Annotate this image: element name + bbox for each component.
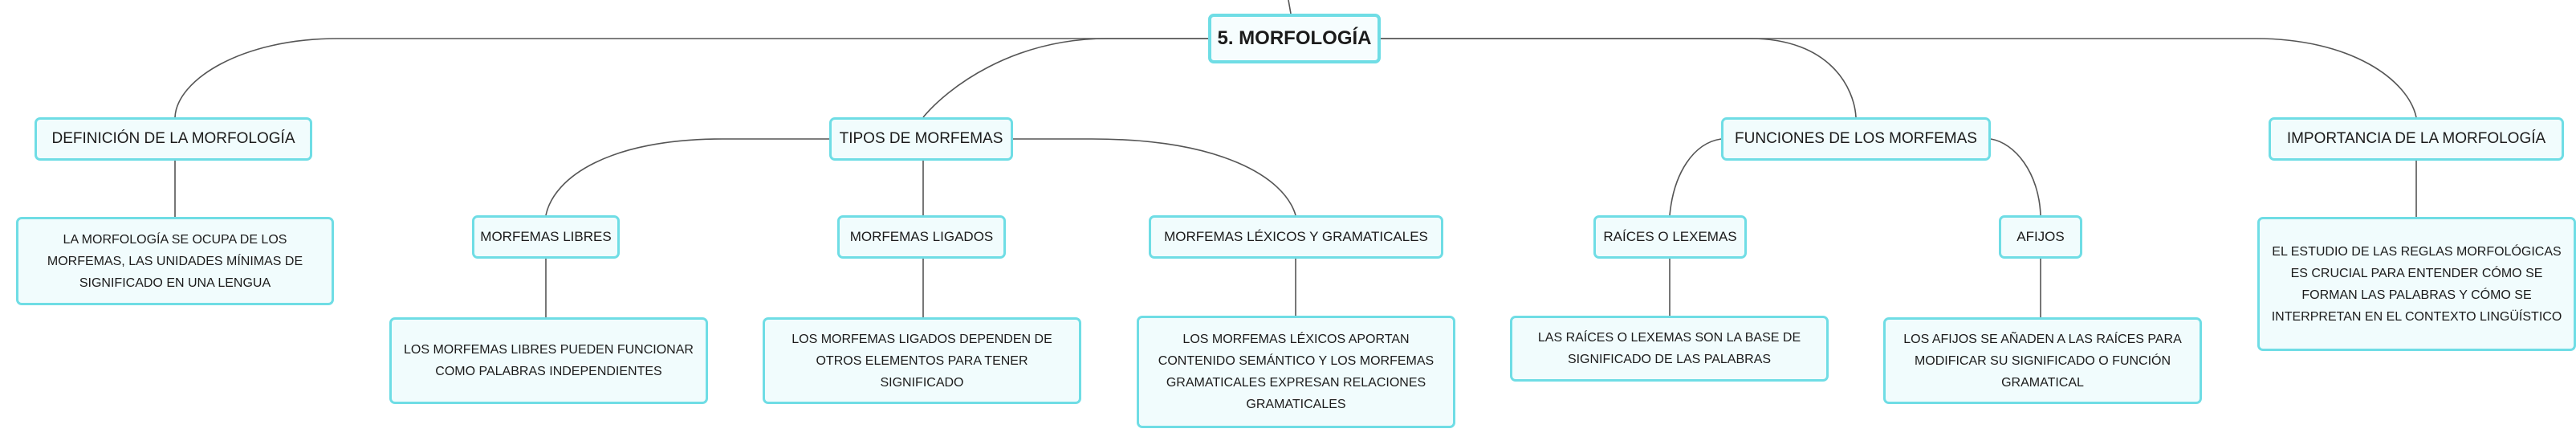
subtopic-afijos-label: AFIJOS: [2016, 229, 2065, 244]
note-morfemas-libres-text: LOS MORFEMAS LIBRES PUEDEN FUNCIONAR COM…: [404, 343, 694, 378]
subtopic-raices[interactable]: RAÍCES O LEXEMAS: [1593, 215, 1747, 259]
note-afijos[interactable]: LOS AFIJOS SE AÑADEN A LAS RAÍCES PARA M…: [1883, 317, 2202, 404]
note-morfemas-ligados[interactable]: LOS MORFEMAS LIGADOS DEPENDEN DE OTROS E…: [763, 317, 1081, 404]
note-definicion[interactable]: LA MORFOLOGÍA SE OCUPA DE LOS MORFEMAS, …: [16, 217, 334, 305]
note-raices[interactable]: LAS RAÍCES O LEXEMAS SON LA BASE DE SIGN…: [1510, 316, 1829, 382]
note-afijos-text: LOS AFIJOS SE AÑADEN A LAS RAÍCES PARA M…: [1903, 332, 2182, 390]
subtopic-morfemas-libres[interactable]: MORFEMAS LIBRES: [472, 215, 620, 259]
note-importancia-text: EL ESTUDIO DE LAS REGLAS MORFOLÓGICAS ES…: [2271, 244, 2562, 324]
note-importancia[interactable]: EL ESTUDIO DE LAS REGLAS MORFOLÓGICAS ES…: [2257, 217, 2576, 351]
note-morfemas-lexicos-text: LOS MORFEMAS LÉXICOS APORTAN CONTENIDO S…: [1158, 333, 1435, 411]
branch-tipos-label: TIPOS DE MORFEMAS: [839, 130, 1003, 147]
subtopic-raices-label: RAÍCES O LEXEMAS: [1603, 229, 1737, 244]
note-morfemas-libres[interactable]: LOS MORFEMAS LIBRES PUEDEN FUNCIONAR COM…: [389, 317, 708, 404]
subtopic-morfemas-libres-label: MORFEMAS LIBRES: [480, 229, 612, 244]
note-morfemas-lexicos[interactable]: LOS MORFEMAS LÉXICOS APORTAN CONTENIDO S…: [1137, 316, 1455, 428]
note-definicion-text: LA MORFOLOGÍA SE OCUPA DE LOS MORFEMAS, …: [47, 232, 303, 290]
note-morfemas-ligados-text: LOS MORFEMAS LIGADOS DEPENDEN DE OTROS E…: [792, 332, 1052, 390]
root-node-morfologia[interactable]: 5. MORFOLOGÍA: [1208, 14, 1381, 63]
branch-definicion-label: DEFINICIÓN DE LA MORFOLOGÍA: [51, 130, 295, 147]
branch-definicion[interactable]: DEFINICIÓN DE LA MORFOLOGÍA: [35, 117, 312, 161]
subtopic-morfemas-lexicos-label: MORFEMAS LÉXICOS Y GRAMATICALES: [1164, 229, 1428, 244]
branch-importancia-label: IMPORTANCIA DE LA MORFOLOGÍA: [2286, 130, 2546, 147]
branch-tipos[interactable]: TIPOS DE MORFEMAS: [829, 117, 1013, 161]
subtopic-morfemas-lexicos[interactable]: MORFEMAS LÉXICOS Y GRAMATICALES: [1149, 215, 1443, 259]
branch-funciones-label: FUNCIONES DE LOS MORFEMAS: [1735, 130, 1977, 147]
subtopic-morfemas-ligados-label: MORFEMAS LIGADOS: [849, 229, 994, 244]
root-label: 5. MORFOLOGÍA: [1217, 27, 1372, 49]
note-raices-text: LAS RAÍCES O LEXEMAS SON LA BASE DE SIGN…: [1537, 331, 1801, 366]
branch-importancia[interactable]: IMPORTANCIA DE LA MORFOLOGÍA: [2269, 117, 2564, 161]
subtopic-morfemas-ligados[interactable]: MORFEMAS LIGADOS: [837, 215, 1006, 259]
branch-funciones[interactable]: FUNCIONES DE LOS MORFEMAS: [1721, 117, 1991, 161]
subtopic-afijos[interactable]: AFIJOS: [1999, 215, 2082, 259]
